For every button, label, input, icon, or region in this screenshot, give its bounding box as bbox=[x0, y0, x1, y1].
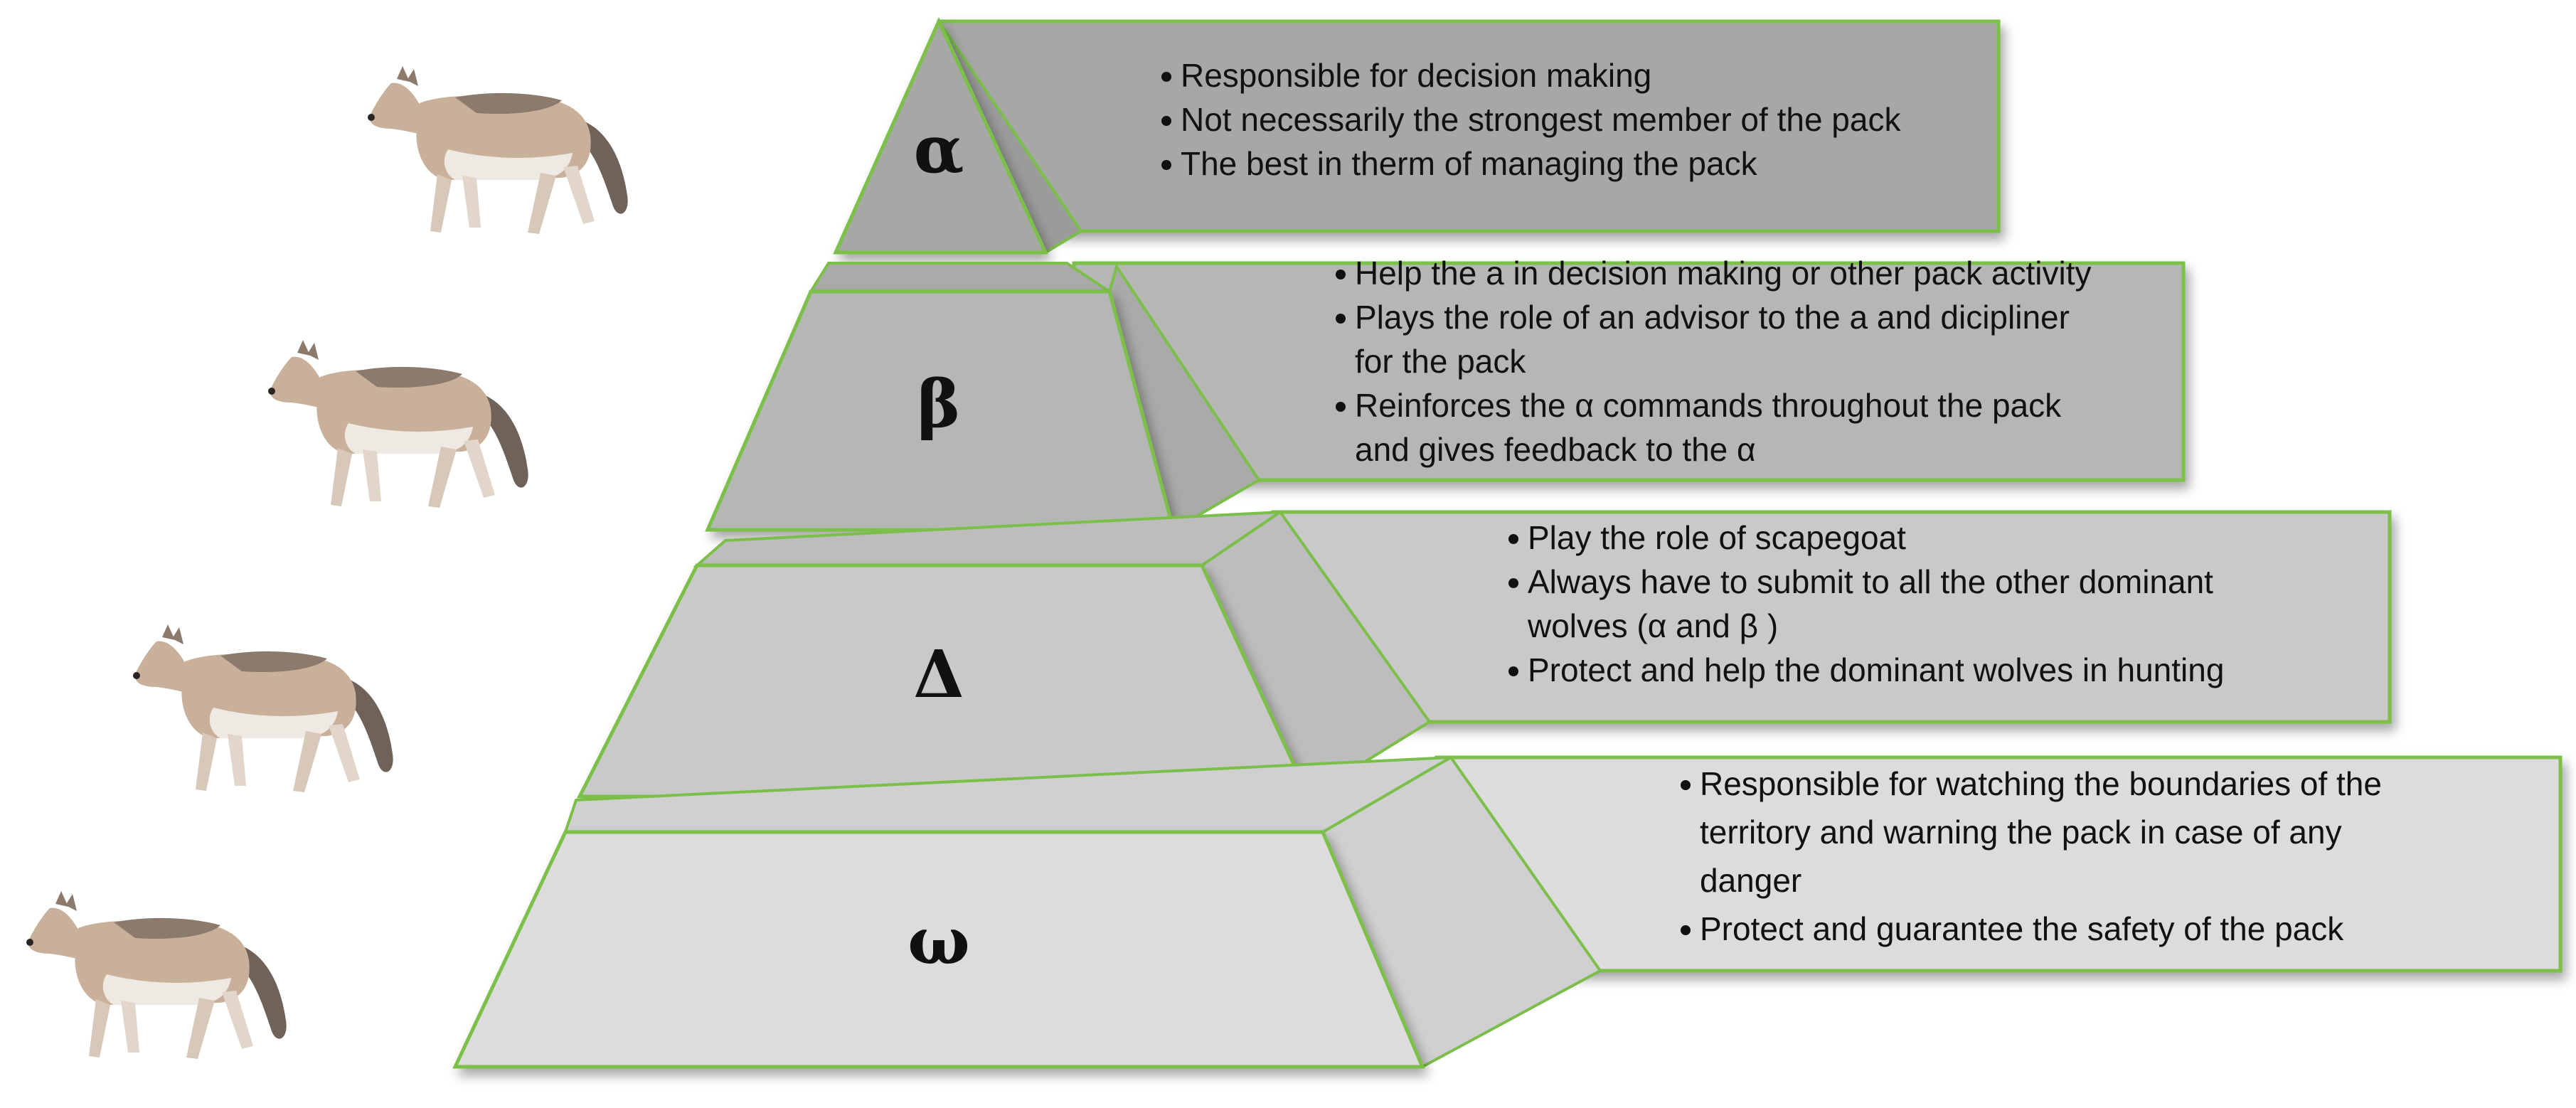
bullet-dot bbox=[1336, 270, 1346, 279]
bullet-text: wolves (α and β ) bbox=[1527, 607, 1778, 644]
bullet-dot bbox=[1336, 402, 1346, 412]
wolf-icon bbox=[368, 66, 628, 234]
bullet-dot bbox=[1336, 314, 1346, 324]
bullet-dot bbox=[1161, 116, 1171, 126]
pyramid-level-1: β Help the a in decision making or other … bbox=[705, 255, 2186, 533]
bullet-dot bbox=[1161, 160, 1171, 170]
bullet-text: Responsible for decision making bbox=[1181, 57, 1651, 94]
rank-symbol: β bbox=[917, 366, 960, 442]
wolf-icon bbox=[26, 891, 287, 1059]
rank-symbol: ω bbox=[908, 902, 970, 979]
bullet-dot bbox=[1508, 534, 1518, 544]
wolf-icon bbox=[133, 624, 393, 792]
bullet-text: Plays the role of an advisor to the a an… bbox=[1355, 299, 2070, 336]
bullet-text: Help the a in decision making or other p… bbox=[1355, 255, 2092, 292]
description-box bbox=[1271, 510, 2392, 724]
bullet-dot bbox=[1681, 780, 1691, 790]
pyramid-front-face bbox=[833, 16, 1048, 255]
bullet-text: Protect and help the dominant wolves in … bbox=[1528, 651, 2224, 688]
pyramid-top-face bbox=[808, 262, 1114, 293]
pyramid-level-3: ω Responsible for watching the boundaries… bbox=[452, 755, 2562, 1069]
rank-symbol: α bbox=[914, 111, 964, 188]
bullet-text: The best in therm of managing the pack bbox=[1181, 145, 1758, 182]
description-box bbox=[1072, 261, 2186, 482]
bullet-text: Protect and guarantee the safety of the … bbox=[1700, 910, 2344, 947]
bullet-text: Reinforces the α commands throughout the… bbox=[1355, 387, 2062, 424]
bullet-text: danger bbox=[1700, 862, 1801, 899]
bullet-dot bbox=[1508, 578, 1518, 588]
bullet-dot bbox=[1508, 666, 1518, 676]
bullet-text: Not necessarily the strongest member of … bbox=[1181, 101, 1901, 138]
wolf-icon bbox=[268, 340, 528, 508]
description-box bbox=[1435, 755, 2562, 973]
pyramid-front-face bbox=[452, 830, 1425, 1069]
bullet-dot bbox=[1161, 72, 1171, 82]
bullet-text: Responsible for watching the boundaries … bbox=[1700, 765, 2382, 802]
rank-symbol: Δ bbox=[913, 636, 964, 713]
bullet-text: and gives feedback to the α bbox=[1355, 431, 1756, 468]
bullet-dot bbox=[1681, 925, 1691, 935]
bullet-text: for the pack bbox=[1355, 343, 1526, 380]
description-box bbox=[937, 19, 2001, 233]
bullet-text: territory and warning the pack in case o… bbox=[1700, 814, 2342, 851]
bullet-text: Play the role of scapegoat bbox=[1528, 519, 1906, 556]
bullet-text: Always have to submit to all the other d… bbox=[1528, 563, 2213, 600]
